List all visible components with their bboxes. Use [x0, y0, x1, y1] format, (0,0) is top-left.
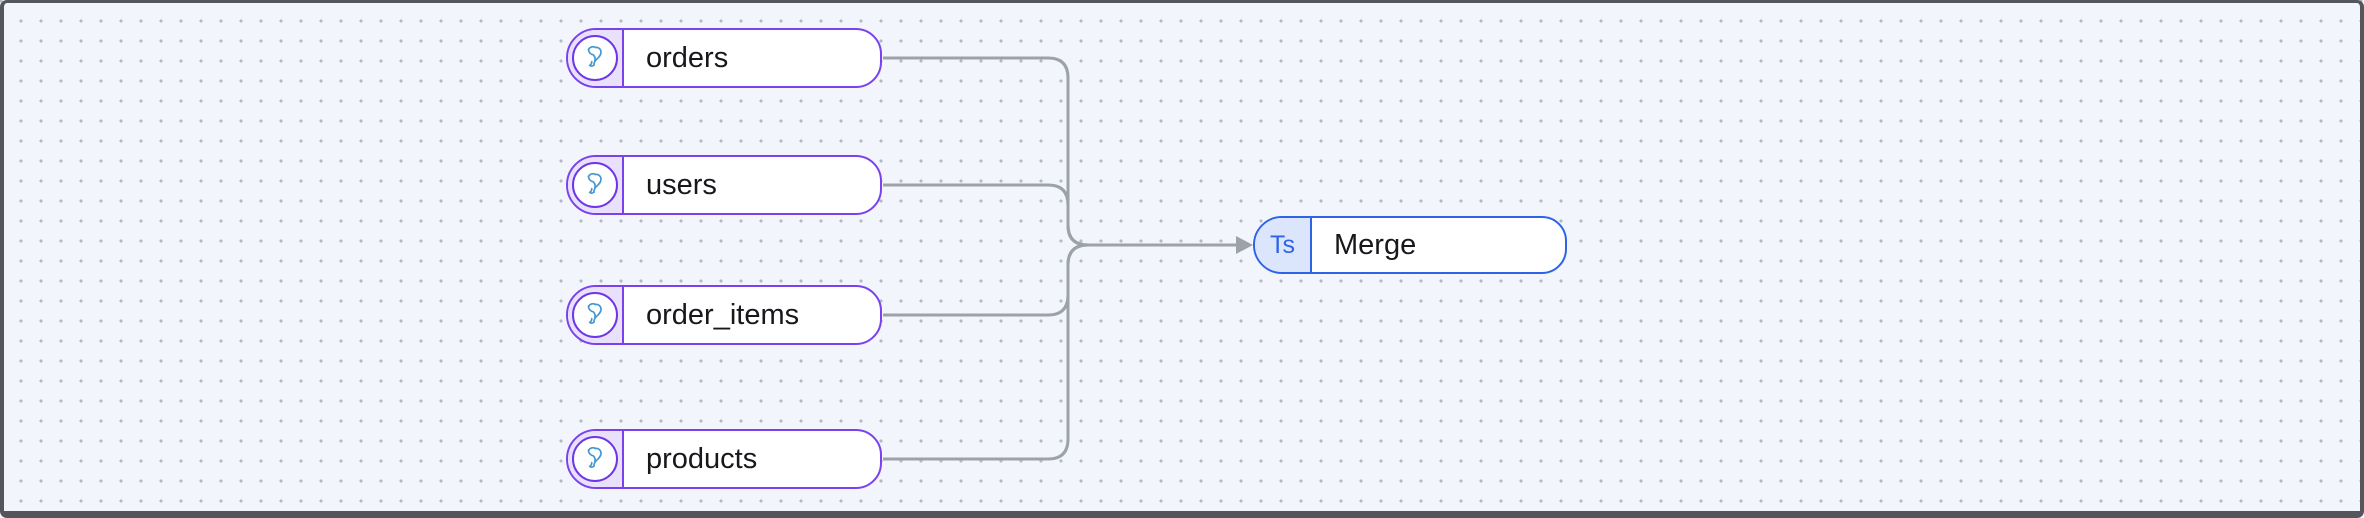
- node-label: orders: [646, 41, 729, 74]
- edge-orders-to-merge[interactable]: [883, 56, 1236, 247]
- node-merge[interactable]: Ts Merge: [1253, 216, 1567, 274]
- node-users[interactable]: users: [566, 155, 882, 215]
- mysql-dolphin-icon: [572, 436, 618, 482]
- edge-order-items-to-merge[interactable]: [883, 243, 1236, 317]
- node-label: products: [646, 442, 758, 475]
- mysql-badge: [568, 431, 624, 487]
- mysql-badge: [568, 157, 624, 213]
- node-label: order_items: [646, 298, 800, 331]
- edge-arrowhead-icon: [1236, 236, 1253, 254]
- mysql-dolphin-icon: [572, 162, 618, 208]
- edge-users-to-merge[interactable]: [883, 183, 1236, 247]
- mysql-badge: [568, 287, 624, 343]
- mysql-dolphin-icon: [572, 292, 618, 338]
- node-label: users: [646, 168, 717, 201]
- typescript-badge: Ts: [1255, 218, 1312, 272]
- mysql-badge: [568, 30, 624, 86]
- edge-products-to-merge[interactable]: [883, 243, 1236, 461]
- node-orders[interactable]: orders: [566, 28, 882, 88]
- node-products[interactable]: products: [566, 429, 882, 489]
- node-order-items[interactable]: order_items: [566, 285, 882, 345]
- mysql-dolphin-icon: [572, 35, 618, 81]
- node-label: Merge: [1334, 228, 1417, 261]
